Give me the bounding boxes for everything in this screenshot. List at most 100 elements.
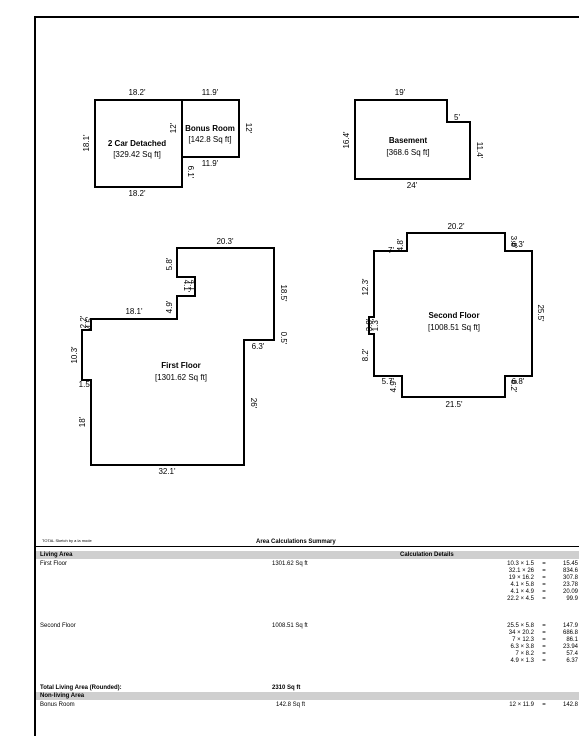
sketch-credit: TOTAL Sketch by a la mode <box>42 538 92 543</box>
floor-plan-sketch: 2 Car Detached [329.42 Sq ft] 18.2' 18.2… <box>70 88 545 476</box>
basement-name: Basement <box>389 136 428 145</box>
ff-bottom-dim: 32.1' <box>158 467 176 476</box>
bonus-area: [142.8 Sq ft] <box>188 135 231 144</box>
sf-dim-38b: 3.8' <box>365 318 374 331</box>
calc-row: 6.3 × 3.8=23.94 <box>500 644 578 651</box>
calc-row: 12 × 11.9=142.8 <box>500 702 578 709</box>
calc-expression: 25.5 × 5.8 <box>507 623 534 629</box>
second-floor-row-label: Second Floor <box>40 623 76 629</box>
bonus-calcs: 12 × 11.9=142.8 <box>500 702 578 709</box>
bonus-side-dim: 6.1' <box>186 166 195 179</box>
sf-dim-7: 7' <box>388 246 394 255</box>
calc-result: 99.9 <box>566 596 578 602</box>
calc-expression: 6.3 × 3.8 <box>510 644 534 650</box>
ff-dim-41b: 4.1' <box>188 280 197 293</box>
calc-equals: = <box>542 589 546 595</box>
calc-result: 834.6 <box>562 568 578 574</box>
summary-title: Area Calculations Summary <box>256 539 336 545</box>
basement-bottom-dim: 24' <box>407 181 418 190</box>
ff-dim-41a: 4.1' <box>182 280 191 293</box>
calc-result: 307.8 <box>562 575 578 581</box>
sf-dim-38: 3.8' <box>509 236 518 249</box>
calc-equals: = <box>542 568 546 574</box>
calc-result: 86.1 <box>566 637 578 643</box>
calc-row: 25.5 × 5.8=147.9 <box>500 623 578 630</box>
ff-dim-26: 26' <box>249 398 258 409</box>
nonliving-area-header: Non-living Area <box>36 692 579 700</box>
calc-expression: 4.1 × 4.9 <box>510 589 534 595</box>
ff-dim-05: 0.5' <box>279 332 288 345</box>
sf-dim-57: 5.7' <box>382 377 395 386</box>
basement-outline <box>354 99 471 180</box>
calc-result: 23.78 <box>562 582 578 588</box>
calc-result: 142.8 <box>562 702 578 708</box>
ff-dim-15: 1.5' <box>79 380 92 389</box>
sf-bottom-dim: 21.5' <box>445 400 463 409</box>
calc-equals: = <box>542 658 546 664</box>
calc-details-header: Calculation Details <box>400 552 454 558</box>
sf-dim-13: 1.3' <box>371 318 380 331</box>
calc-result: 6.37 <box>566 658 578 664</box>
garage-area: [329.42 Sq ft] <box>113 150 161 159</box>
calc-result: 20.09 <box>562 589 578 595</box>
basement-step-dim: 5' <box>454 113 460 122</box>
calc-expression: 10.3 × 1.5 <box>507 561 534 567</box>
basement-right-dim: 11.4' <box>475 142 484 159</box>
total-living-label: Total Living Area (Rounded): <box>40 685 122 691</box>
first-floor-row-value: 1301.62 Sq ft <box>272 561 308 567</box>
calc-equals: = <box>542 630 546 636</box>
calc-row: 34 × 20.2 = 686.8 <box>500 630 578 637</box>
calc-expression: 22.2 × 4.5 <box>507 596 534 602</box>
ff-dim-49: 4.9' <box>165 300 174 313</box>
ff-dim-45: 4.5' <box>85 316 94 329</box>
calc-row: 4.1 × 5.8=23.78 <box>500 582 578 589</box>
calc-equals: = <box>542 582 546 588</box>
ff-dim-58: 5.8' <box>165 257 174 270</box>
calc-equals: = <box>542 623 546 629</box>
calc-row: 22.2 × 4.5=99.9 <box>500 596 578 603</box>
basement-top-dim: 19' <box>395 88 406 97</box>
first-floor-area: [1301.62 Sq ft] <box>155 373 207 382</box>
sf-dim-48: 4.8' <box>396 238 405 251</box>
ff-dim-63: 6.3' <box>252 342 265 351</box>
calc-expression: 32.1 × 26 <box>508 568 534 574</box>
nonliving-area-header-label: Non-living Area <box>40 693 85 699</box>
sf-dim-82b: 8.2' <box>509 380 518 393</box>
sf-dim-63a: 6.3' <box>512 240 525 249</box>
calc-row: 19 × 16.2=307.8 <box>500 575 578 582</box>
first-floor-row-label: First Floor <box>40 561 67 567</box>
bonus-name: Bonus Room <box>185 124 235 133</box>
basement-left-dim: 16.4' <box>342 131 351 149</box>
calc-result: 15.45 <box>562 561 578 567</box>
sf-dim-255: 25.5' <box>536 304 545 322</box>
calc-row: 4.1 × 4.9 = 20.09 <box>500 589 578 596</box>
ff-dim-103: 10.3' <box>70 346 79 364</box>
first-floor-name: First Floor <box>161 361 201 370</box>
second-floor-row-value: 1008.51 Sq ft <box>272 623 308 629</box>
second-floor-outline <box>368 232 533 398</box>
calc-expression: 4.9 × 1.3 <box>510 658 534 664</box>
garage-bottom-dim: 18.2' <box>128 189 146 198</box>
basement-area: [368.6 Sq ft] <box>386 148 429 157</box>
living-area-header: Living Area Calculation Details <box>36 551 579 559</box>
sf-dim-49: 4.9' <box>389 379 398 392</box>
calc-result: 57.4 <box>566 651 578 657</box>
calc-result: 686.8 <box>562 630 578 636</box>
calc-expression: 7 × 12.3 <box>512 637 534 643</box>
sf-dim-82: 8.2' <box>361 348 370 361</box>
calc-equals: = <box>542 644 546 650</box>
calc-row: 10.3 × 1.5=15.45 <box>500 561 578 568</box>
calc-expression: 34 × 20.2 <box>508 630 534 636</box>
bonus-bottom-dim: 11.9' <box>202 159 219 168</box>
ff-dim-181: 18.1' <box>125 307 143 316</box>
calc-expression: 19 × 16.2 <box>508 575 534 581</box>
garage-top-dim: 18.2' <box>128 88 146 97</box>
second-floor-area: [1008.51 Sq ft] <box>428 323 480 332</box>
ff-dim-18: 18' <box>78 416 87 427</box>
garage-left-dim: 18.1' <box>82 134 91 152</box>
sf-dim-123: 12.3' <box>361 278 370 296</box>
sf-dim-68: 6.8' <box>512 377 525 386</box>
ff-dim-185: 18.5' <box>279 284 288 302</box>
living-area-header-label: Living Area <box>40 552 73 558</box>
calc-row: 32.1 × 26 = 834.6 <box>500 568 578 575</box>
